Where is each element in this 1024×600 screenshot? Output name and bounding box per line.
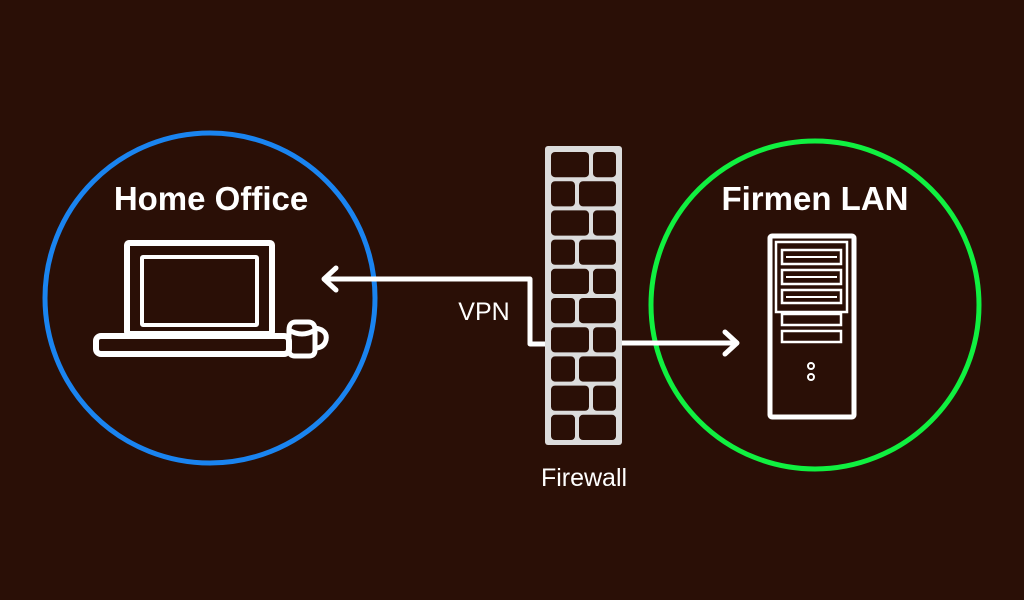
home-office-node: Home Office (42, 130, 378, 466)
home-office-ring (42, 130, 378, 466)
firewall-brick (551, 385, 589, 411)
arrowhead-right-icon (722, 329, 740, 357)
firewall-brick (579, 239, 616, 265)
firewall-brick (551, 414, 575, 440)
firewall-brick (551, 181, 575, 207)
firewall-brick (551, 356, 575, 382)
firewall-brick (579, 298, 616, 324)
company-lan-ring (648, 138, 982, 472)
firewall-brick (593, 152, 616, 178)
firewall-brick (551, 239, 575, 265)
vpn-label: VPN (458, 298, 509, 326)
company-lan-label: Firmen LAN (721, 180, 908, 217)
firewall-brick (551, 210, 589, 236)
firewall-brick (579, 181, 616, 207)
firewall-brick (551, 327, 589, 353)
firewall-brick (551, 152, 589, 178)
lan-connection-line (618, 329, 740, 357)
vpn-connection-line (321, 265, 549, 347)
firewall-brick (551, 298, 575, 324)
company-lan-node: Firmen LAN (648, 138, 982, 472)
laptop-icon (93, 240, 292, 357)
firewall-brick (593, 210, 616, 236)
firewall-brick (593, 268, 616, 294)
firewall-brick (551, 268, 589, 294)
firewall-brick (579, 356, 616, 382)
home-office-label: Home Office (114, 180, 308, 217)
firewall-brick (593, 327, 616, 353)
server-tower-icon (767, 233, 857, 420)
mug-icon (286, 319, 329, 359)
arrowhead-left-icon (321, 265, 339, 293)
firewall-brick (593, 385, 616, 411)
brick-wall-icon (545, 146, 622, 445)
firewall-label: Firewall (541, 464, 627, 492)
firewall-brick (579, 414, 616, 440)
